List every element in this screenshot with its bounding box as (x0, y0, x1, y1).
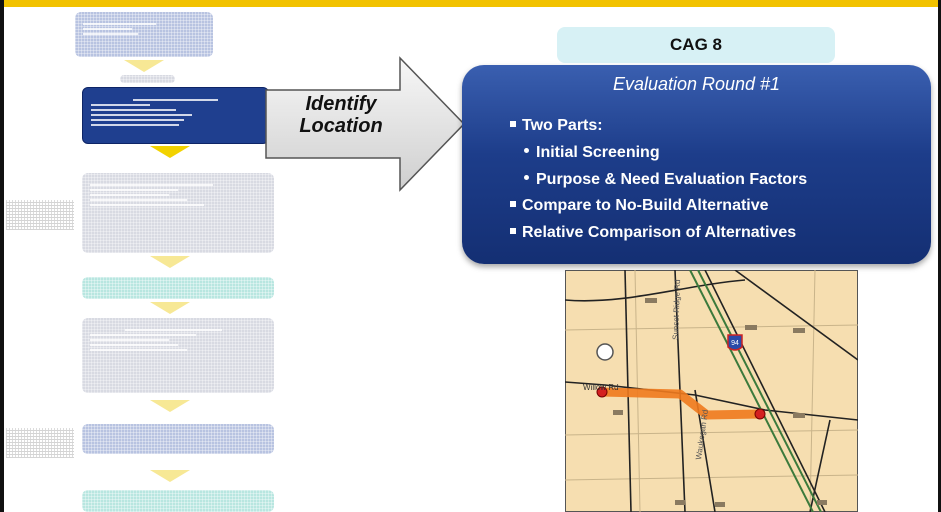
bullet-item: Relative Comparison of Alternatives (510, 224, 796, 242)
right-border (938, 0, 941, 512)
flow-arrow (150, 146, 190, 158)
panel-title: Evaluation Round #1 (612, 74, 781, 94)
sub-bullet-item: Purpose & Need Evaluation Factors (524, 171, 807, 189)
flow-arrow (124, 60, 164, 72)
route-start-marker (596, 386, 608, 398)
flow-step-2 (120, 75, 175, 83)
dot-bullet-icon (524, 148, 529, 154)
flow-arrow (150, 256, 190, 268)
sub-bullet-item: Initial Screening (524, 144, 660, 162)
flow-side-note (6, 200, 74, 230)
flow-step-4 (82, 277, 274, 299)
process-flowchart (0, 0, 300, 512)
flow-side-note (6, 428, 74, 458)
bullet-item: Compare to No-Build Alternative (510, 197, 769, 215)
callout-line-1: Identify (305, 93, 377, 115)
map-label-willow: Willow Rd (583, 383, 619, 392)
top-accent-bar (0, 0, 941, 7)
flow-arrow (150, 400, 190, 412)
cag-label: CAG 8 (557, 27, 835, 63)
dot-bullet-icon (524, 175, 529, 181)
flow-step-5 (82, 318, 274, 393)
flow-step-1 (75, 12, 213, 57)
svg-text:94: 94 (731, 340, 739, 347)
route-end-marker (754, 408, 766, 420)
route-shield-icon (596, 343, 614, 361)
square-bullet-icon (510, 120, 516, 127)
bullet-item: Two Parts: (510, 117, 603, 135)
map-label-sunset-ridge: Sunset Ridge Rd (671, 279, 682, 340)
callout-text: Identify Location (266, 93, 416, 137)
square-bullet-icon (510, 200, 516, 207)
flow-step-7 (82, 490, 274, 512)
callout-line-2: Location (299, 115, 383, 137)
flow-step-evaluation-round-1 (82, 87, 269, 144)
interstate-shield-icon: 94 (727, 334, 743, 351)
flow-step-6 (82, 424, 274, 454)
flow-arrow (150, 470, 190, 482)
evaluation-round-panel: Evaluation Round #1 Two Parts: Initial S… (462, 65, 931, 264)
location-map: 94 Sunset Ridge Rd Willow Rd Waukegan Rd (565, 270, 858, 512)
square-bullet-icon (510, 227, 516, 234)
flow-step-3 (82, 173, 274, 253)
identify-location-arrow (265, 56, 466, 192)
left-border (0, 0, 4, 512)
flow-arrow (150, 302, 190, 314)
